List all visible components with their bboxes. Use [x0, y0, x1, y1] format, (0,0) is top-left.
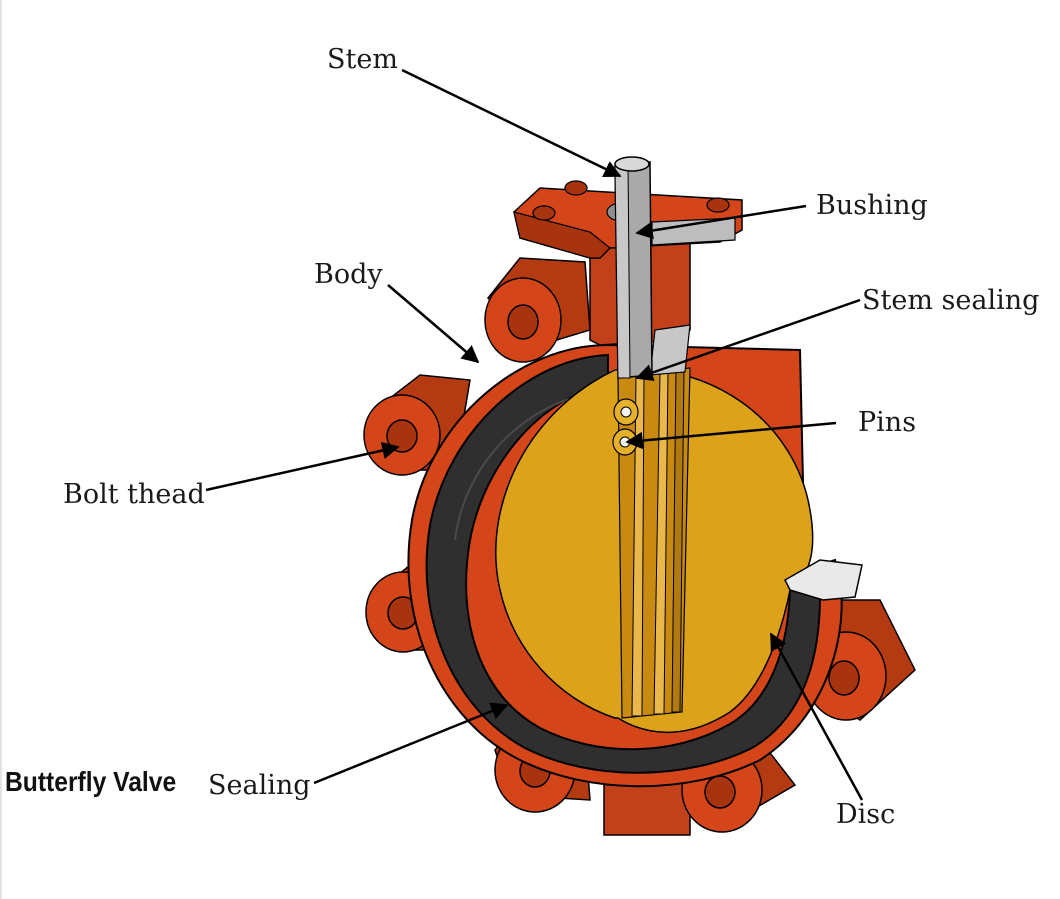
left-border: [0, 0, 2, 899]
leader-body: [387, 284, 480, 364]
label-stem-sealing: Stem sealing: [862, 285, 1040, 316]
leader-disc: [769, 632, 864, 801]
leader-stem-sealing: [635, 298, 861, 382]
label-bushing: Bushing: [816, 190, 928, 221]
leader-bolt-thread: [205, 441, 400, 492]
label-pins: Pins: [858, 407, 917, 438]
stem-shaft: [614, 156, 653, 379]
label-sealing: Sealing: [208, 770, 311, 801]
leader-pins: [625, 421, 837, 450]
label-stem: Stem: [327, 44, 398, 75]
diagram-caption: Butterfly Valve: [5, 766, 177, 797]
leader-sealing: [313, 702, 509, 785]
leader-stem: [401, 68, 622, 178]
leader-bushing: [635, 204, 807, 240]
label-body: Body: [314, 259, 383, 290]
label-disc: Disc: [836, 799, 896, 830]
stem-bore: [617, 367, 691, 719]
leader-lines: [205, 68, 864, 801]
lug-upper-left: [484, 257, 591, 363]
label-bolt-thread: Bolt thead: [63, 479, 205, 510]
